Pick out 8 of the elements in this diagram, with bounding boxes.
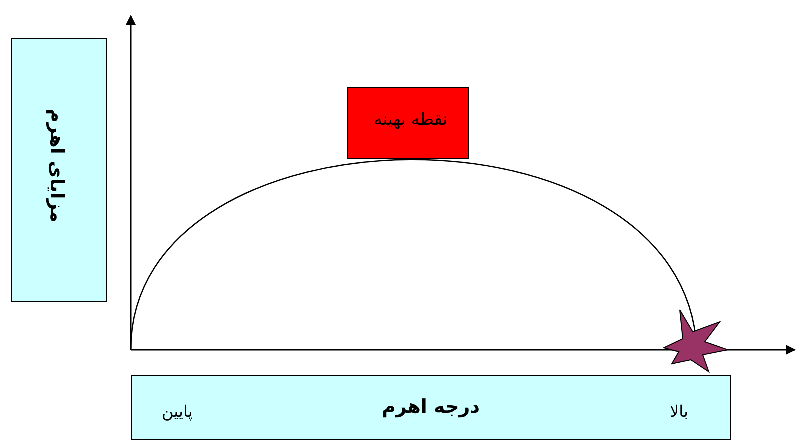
axis-title: مزایای اهرم (46, 109, 68, 223)
scale-label: پایین (162, 402, 193, 421)
optimum-box (347, 87, 469, 159)
label-box (131, 375, 731, 440)
scale-label: بالا (670, 402, 688, 421)
label-box (11, 38, 107, 302)
axis-title: درجه اهرم (382, 396, 480, 418)
point-label: نقطه بهینه (374, 110, 448, 130)
